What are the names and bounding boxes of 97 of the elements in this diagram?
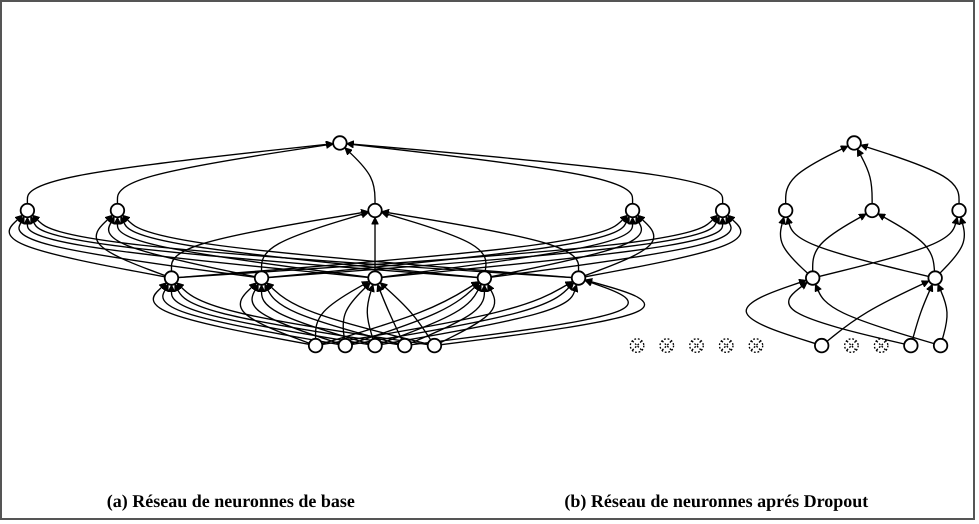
arrow [440,284,496,344]
dropped-neuron [718,338,734,354]
arrow [268,216,720,278]
arrow [381,210,487,272]
neuron-circle [714,203,730,218]
neuron-circle [476,270,492,286]
arrow [113,217,368,278]
neuron-circle [20,203,36,218]
arrow [746,279,816,344]
arrow [178,214,628,278]
neuron-circle [338,338,353,354]
arrow [251,284,340,344]
arrow [346,140,724,204]
dropped-neuron [844,338,859,354]
arrow [376,284,402,340]
arrow [314,281,370,340]
arrow [441,278,645,346]
arrow [382,217,637,278]
arrow [120,216,478,278]
neuron-circle [164,270,180,286]
arrow [856,148,873,204]
arrow [939,216,966,274]
arrow [366,284,375,340]
arrow [8,214,165,278]
arrow [912,284,934,340]
arrow [410,284,488,344]
arrow [491,216,733,278]
arrow [260,210,369,272]
neuron-circle [308,338,324,354]
arrow [258,284,369,345]
neuron-circle [951,203,967,218]
arrow [380,282,432,341]
panel-caption: (a) Réseau de neuronnes de base [106,491,355,512]
neuron-circle [397,338,412,354]
panel-caption: (b) Réseau de neuronnes aprés Dropout [564,491,868,512]
arrow [819,216,960,278]
arrow [322,281,480,345]
neuron-circle [570,270,586,286]
neuron-circle [367,338,383,354]
dropped-neuron [659,338,674,354]
arrow [382,284,578,346]
neuron-circle [332,136,348,151]
arrow [107,216,256,278]
arrow [371,217,379,272]
arrow [381,209,580,272]
arrow [352,282,480,344]
neuron-circle [846,136,862,151]
arrow [161,284,339,346]
neuron-circle [903,338,918,354]
neuron-circle [814,338,830,354]
arrow [584,214,654,277]
arrow [122,214,572,278]
arrow [116,141,334,204]
arrow [785,146,848,204]
arrow [152,282,310,346]
neuron-circle [932,338,948,354]
arrow [342,282,371,340]
neuron-circle [254,270,270,286]
arrow [814,284,934,345]
arrow [381,284,482,344]
arrow [17,216,255,278]
arrow [860,144,960,204]
neuron-circle [624,203,640,218]
arrow [382,217,727,278]
neuron-circle [367,203,383,218]
dropped-neuron [748,338,764,354]
arrow [937,284,948,340]
neuron-circle [367,270,383,286]
dropped-neuron [630,338,644,354]
dropped-neuron [689,338,704,354]
arrow [23,217,368,278]
arrow [268,216,630,278]
arrow [878,214,936,272]
neuron-circle [928,270,943,286]
arrow [240,282,310,344]
neuron-circle [805,270,820,286]
arrow [812,214,867,272]
arrow [411,279,629,346]
arrow [490,216,643,278]
arrow [785,216,929,278]
arrow [170,209,369,272]
arrow [826,280,930,342]
neuron-circle [110,203,126,218]
neuron-circle [426,338,442,354]
arrow [178,214,718,278]
arrow [266,282,428,345]
arrow [788,282,904,345]
arrow [168,284,368,346]
arrow [778,216,808,274]
arrow [344,148,376,204]
arrow [264,284,398,345]
arrow [96,214,166,277]
dropped-neuron [874,338,889,354]
arrow [585,214,742,278]
neuron-circle [864,203,880,218]
arrow [26,140,334,204]
neuron-circle [778,203,794,218]
